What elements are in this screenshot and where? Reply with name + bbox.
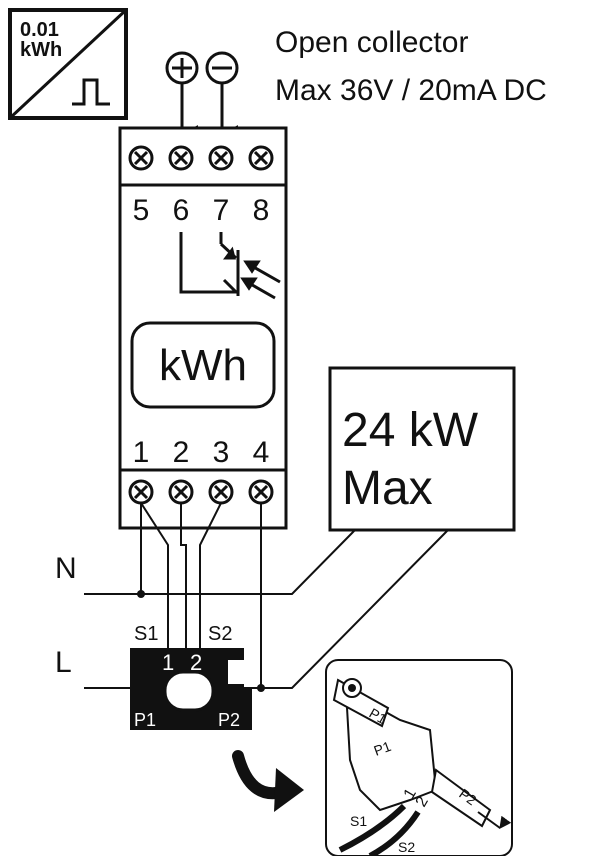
- light-arrows-icon: [240, 260, 281, 300]
- terminal-label-1: 1: [133, 436, 150, 469]
- detail-p1-top-label: P1: [367, 705, 390, 728]
- screw-icon: [128, 479, 154, 505]
- meter-symbol-diagonal: [8, 8, 128, 120]
- pulse-output-line2: Max 36V / 20mA DC: [275, 74, 547, 107]
- detail-conductor-exit: [430, 768, 492, 828]
- ct-p1-label: P1: [134, 710, 156, 730]
- screw-icon: [168, 479, 194, 505]
- detail-s2-wire: [368, 810, 421, 856]
- screw-icon: [248, 145, 274, 171]
- ct-s2-label: S2: [208, 623, 232, 645]
- ct-p2-label: P2: [218, 710, 240, 730]
- meter-symbol-unit: kWh: [20, 39, 62, 61]
- screw-icon: [208, 479, 234, 505]
- meter-symbol-value: 0.01: [20, 19, 59, 41]
- junction-dot: [257, 684, 265, 692]
- terminal-label-6: 6: [173, 194, 190, 227]
- ct-opening: [163, 670, 215, 712]
- detail-s2-label: S2: [398, 839, 415, 855]
- screw-icon: [248, 479, 274, 505]
- live-label: L: [55, 646, 72, 679]
- plus-terminal-symbol: [165, 51, 199, 143]
- terminal-label-5: 5: [133, 194, 150, 227]
- top-terminal-screws: [128, 145, 274, 171]
- transistor-icon: [179, 232, 240, 296]
- max-power-line1: 24 kW: [342, 404, 479, 457]
- ct-detail-view: P1 P1 P2 1 2 S1 S2: [325, 659, 513, 856]
- ct-wire2-label: 2: [190, 650, 202, 675]
- minus-terminal-symbol: [205, 51, 239, 143]
- meter-symbol: 0.01 kWh: [8, 8, 128, 120]
- max-power-box: 24 kW Max: [328, 366, 516, 532]
- screw-icon: [208, 145, 234, 171]
- pulse-icon: [72, 78, 110, 106]
- screw-icon: [128, 145, 154, 171]
- terminal-label-4: 4: [253, 436, 270, 469]
- s1-wire: [140, 502, 169, 648]
- terminal2-wire: [180, 503, 187, 648]
- meter-display-label: kWh: [159, 341, 247, 390]
- current-transformer: S1 S2 1 2 P1 P2: [130, 623, 252, 730]
- terminal-label-7: 7: [213, 194, 230, 227]
- detail-s1-label: S1: [350, 813, 367, 829]
- neutral-label: N: [55, 552, 77, 585]
- terminal-label-2: 2: [173, 436, 190, 469]
- max-power-line2: Max: [342, 462, 433, 515]
- meter-display: [130, 321, 276, 409]
- screw-icon: [168, 145, 194, 171]
- detail-pointer-arrow-icon: [232, 750, 304, 812]
- ct-wire1-label: 1: [162, 650, 174, 675]
- energy-meter: 5 6 7 8 kWh 1 2 3 4: [118, 126, 288, 530]
- s2-wire: [199, 502, 222, 648]
- detail-p1-side-label: P1: [372, 738, 394, 759]
- terminal-label-8: 8: [253, 194, 270, 227]
- ct-s1-label: S1: [134, 623, 158, 645]
- detail-s1-wire: [338, 803, 407, 853]
- neutral-wire: [84, 529, 356, 595]
- pulse-output-line1: Open collector: [275, 26, 468, 59]
- terminal-label-3: 3: [213, 436, 230, 469]
- detail-ct-body: [344, 688, 438, 812]
- junction-dot: [137, 590, 145, 598]
